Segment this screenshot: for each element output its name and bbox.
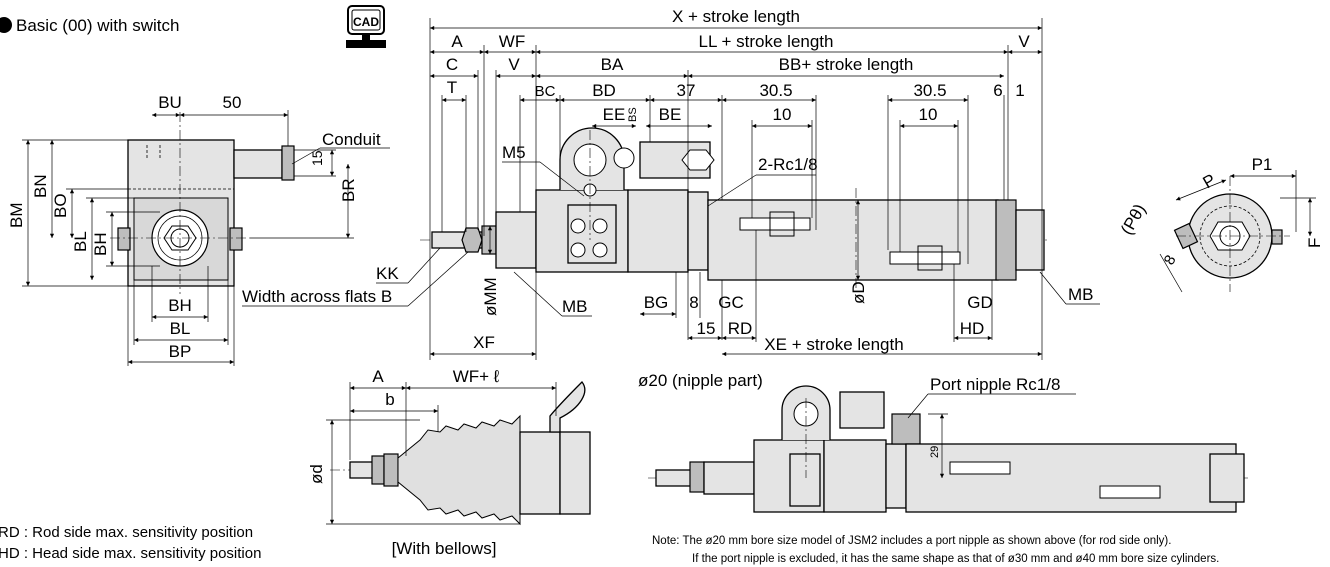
dim-wfl: WF+ ℓ <box>453 367 500 386</box>
dim-ba: BA <box>601 55 624 74</box>
dim-d-bellows: ød <box>307 464 326 484</box>
dim-bl-vert: BL <box>71 231 90 252</box>
dim-bl: BL <box>170 319 191 338</box>
dim-bm: BM <box>7 203 26 229</box>
label-nipple-part: ø20 (nipple part) <box>638 371 763 390</box>
dim-f: F <box>1305 238 1324 248</box>
dim-1: 1 <box>1015 81 1024 100</box>
dim-15-main: 15 <box>697 319 716 338</box>
bullet-icon <box>0 17 12 33</box>
dim-bs: BS <box>627 107 639 122</box>
dim-bh-vert: BH <box>91 232 110 256</box>
dim-bo: BO <box>51 193 70 218</box>
label-m5: M5 <box>502 143 526 162</box>
dim-t: T <box>447 78 457 97</box>
dim-10-b: 10 <box>919 105 938 124</box>
dim-od: øD <box>849 281 868 304</box>
dim-ll-stroke: LL + stroke length <box>699 32 834 51</box>
dim-a: A <box>451 32 463 51</box>
dim-c: C <box>446 55 458 74</box>
dim-gd: GD <box>967 293 993 312</box>
dim-xf: XF <box>473 333 495 352</box>
dim-bh: BH <box>168 296 192 315</box>
label-flats: Width across flats B <box>242 287 392 306</box>
caption-bellows: [With bellows] <box>392 539 497 558</box>
heading: Basic (00) with switch <box>16 16 179 35</box>
bellows-view <box>330 381 591 526</box>
dim-gc: GC <box>718 293 744 312</box>
dim-37: 37 <box>677 81 696 100</box>
dim-bb-stroke: BB+ stroke length <box>779 55 914 74</box>
dim-30-5-a: 30.5 <box>759 81 792 100</box>
dim-bg: BG <box>644 293 669 312</box>
end-view-left <box>110 112 295 294</box>
label-mb-left: MB <box>562 297 588 316</box>
label-mb-right: MB <box>1068 285 1094 304</box>
hd-note: HD : Head side max. sensitivity position <box>0 545 261 562</box>
dim-rd: RD <box>728 319 753 338</box>
dim-6: 6 <box>993 81 1002 100</box>
label-conduit: Conduit <box>322 130 381 149</box>
dim-v-left: V <box>508 55 520 74</box>
dim-hd: HD <box>960 319 985 338</box>
dim-br: BR <box>339 178 358 202</box>
label-port-nipple: Port nipple Rc1/8 <box>930 375 1060 394</box>
dim-wf: WF <box>499 32 525 51</box>
dim-30-5-b: 30.5 <box>913 81 946 100</box>
end-view-right <box>1173 176 1290 292</box>
dim-bn: BN <box>31 174 50 198</box>
dim-29: 29 <box>929 446 941 458</box>
dim-a-bellows: A <box>372 367 384 386</box>
dim-50: 50 <box>223 93 242 112</box>
dim-p: P <box>1200 170 1219 192</box>
cad-icon[interactable]: CAD <box>346 5 386 48</box>
dim-ptheta: (Pθ) <box>1117 201 1150 238</box>
dim-bp: BP <box>169 342 192 361</box>
note-line-1: Note: The ø20 mm bore size model of JSM2… <box>652 535 1171 547</box>
label-rc: 2-Rc1/8 <box>758 155 818 174</box>
dim-15-left: 15 <box>309 150 325 166</box>
dim-bd: BD <box>592 81 616 100</box>
dim-b: b <box>385 390 394 409</box>
dim-mm: øMM <box>481 277 500 316</box>
dim-8-main: 8 <box>689 293 698 312</box>
dim-bc: BC <box>535 83 556 100</box>
note-line-2: If the port nipple is excluded, it has t… <box>692 553 1219 565</box>
dim-v-right: V <box>1018 32 1030 51</box>
dim-x-stroke: X + stroke length <box>672 7 800 26</box>
main-side-view <box>420 127 1050 290</box>
dim-ee: EE <box>603 105 626 124</box>
nipple-view <box>648 385 1248 513</box>
dim-p1: P1 <box>1252 155 1273 174</box>
cad-icon-label: CAD <box>353 15 379 29</box>
dim-be: BE <box>659 105 682 124</box>
label-kk: KK <box>376 264 399 283</box>
dim-xe-stroke: XE + stroke length <box>764 335 903 354</box>
rd-note: RD : Rod side max. sensitivity position <box>0 524 253 541</box>
dim-10-a: 10 <box>773 105 792 124</box>
dim-bu: BU <box>158 93 182 112</box>
